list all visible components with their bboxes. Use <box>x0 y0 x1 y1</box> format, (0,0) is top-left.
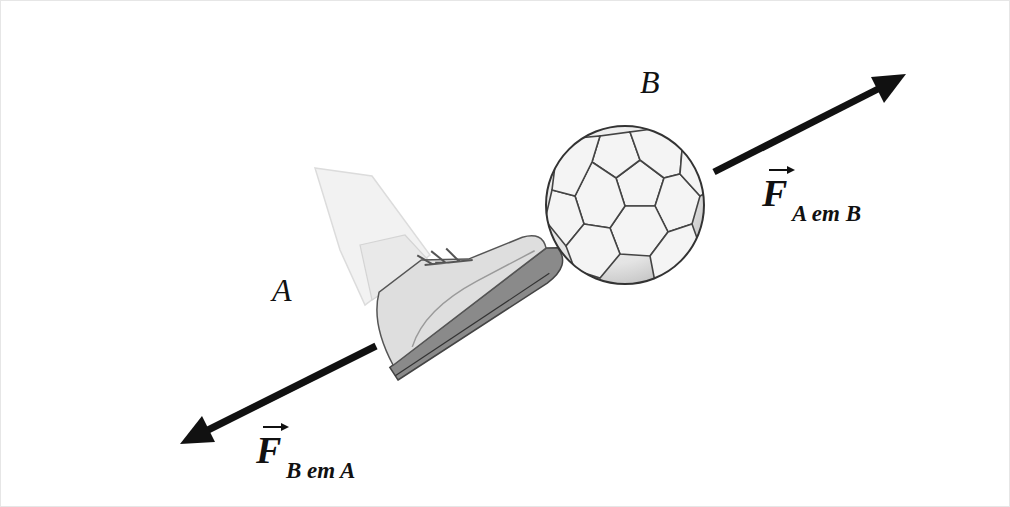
force-vector <box>180 346 376 444</box>
force-subscript: A em B <box>792 202 861 225</box>
shoe-upper <box>353 199 555 366</box>
accent-line <box>263 426 283 428</box>
ball-panel <box>566 224 620 278</box>
force-shaft <box>714 88 880 172</box>
soccer-ball <box>545 126 712 284</box>
object-label: B <box>640 66 660 98</box>
force-symbol: F <box>762 174 787 212</box>
arrow-head <box>871 74 906 103</box>
ball-body <box>546 126 704 284</box>
object-label: A <box>272 274 292 306</box>
ball-panel <box>552 136 600 196</box>
force-vector <box>714 74 906 172</box>
force-symbol: F <box>256 431 281 469</box>
ball-panel <box>680 150 712 196</box>
ball-panel <box>650 224 702 282</box>
force-subscript: B em A <box>286 459 355 482</box>
accent-head <box>787 166 795 174</box>
shoe <box>347 189 571 380</box>
arrow-head <box>180 416 215 444</box>
vector-accent <box>769 166 795 174</box>
ball-panel <box>630 128 682 178</box>
shoe-laces <box>417 231 472 283</box>
accent-head <box>281 423 289 431</box>
ball-outline <box>546 126 704 284</box>
vector-accent <box>263 423 289 431</box>
force-shaft <box>206 346 376 431</box>
accent-line <box>769 169 789 171</box>
